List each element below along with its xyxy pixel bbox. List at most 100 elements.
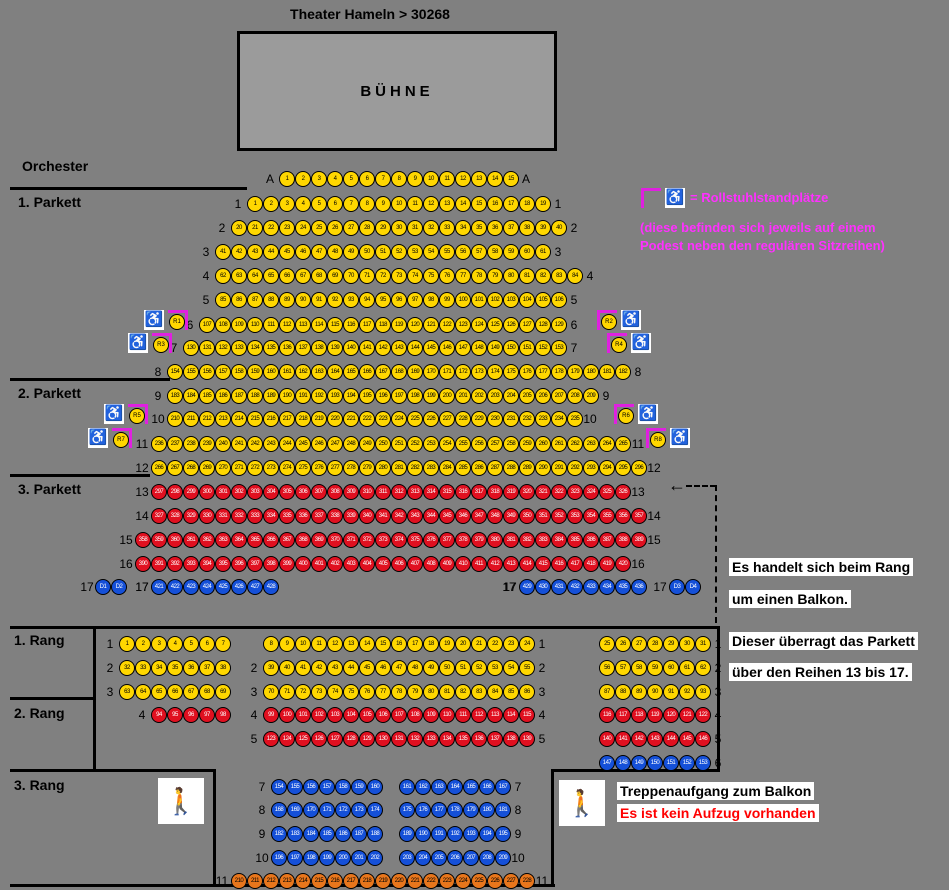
- seat[interactable]: 243: [263, 436, 279, 452]
- seat[interactable]: 126: [503, 317, 519, 333]
- seat[interactable]: 40: [279, 660, 295, 676]
- wheelchair-seat[interactable]: R3: [153, 337, 169, 353]
- seat[interactable]: 269: [199, 460, 215, 476]
- seat[interactable]: 72: [375, 268, 391, 284]
- seat[interactable]: 347: [471, 508, 487, 524]
- seat[interactable]: 62: [695, 660, 711, 676]
- seat[interactable]: 28: [359, 220, 375, 236]
- seat[interactable]: 123: [263, 731, 279, 747]
- seat[interactable]: 351: [535, 508, 551, 524]
- seat[interactable]: 89: [631, 684, 647, 700]
- seat[interactable]: 31: [695, 636, 711, 652]
- seat[interactable]: 288: [503, 460, 519, 476]
- wheelchair-spot-R5[interactable]: R5: [128, 404, 148, 424]
- seat[interactable]: 250: [375, 436, 391, 452]
- seat[interactable]: 297: [151, 484, 167, 500]
- seat[interactable]: 108: [407, 707, 423, 723]
- seat[interactable]: 430: [535, 579, 551, 595]
- seat[interactable]: 363: [215, 532, 231, 548]
- seat[interactable]: 279: [359, 460, 375, 476]
- seat[interactable]: 121: [679, 707, 695, 723]
- seat[interactable]: 23: [279, 220, 295, 236]
- seat[interactable]: 3: [279, 196, 295, 212]
- seat[interactable]: 39: [263, 660, 279, 676]
- seat[interactable]: 213: [215, 411, 231, 427]
- wheelchair-spot-R1[interactable]: R1: [168, 310, 188, 330]
- seat[interactable]: 203: [399, 850, 415, 866]
- seat[interactable]: 364: [231, 532, 247, 548]
- seat[interactable]: 56: [455, 244, 471, 260]
- seat[interactable]: 222: [423, 873, 439, 889]
- seat[interactable]: 15: [503, 171, 519, 187]
- seat[interactable]: 270: [215, 460, 231, 476]
- seat[interactable]: 146: [695, 731, 711, 747]
- seat[interactable]: 44: [343, 660, 359, 676]
- seat[interactable]: 148: [615, 755, 631, 771]
- seat[interactable]: 77: [455, 268, 471, 284]
- seat[interactable]: 163: [431, 779, 447, 795]
- seat[interactable]: 41: [215, 244, 231, 260]
- seat[interactable]: 25: [311, 220, 327, 236]
- seat-D4[interactable]: D4: [685, 579, 701, 595]
- seat[interactable]: 58: [487, 244, 503, 260]
- seat[interactable]: 235: [567, 411, 583, 427]
- seat[interactable]: 172: [335, 802, 351, 818]
- seat[interactable]: 138: [311, 340, 327, 356]
- seat[interactable]: 22: [263, 220, 279, 236]
- seat[interactable]: 174: [487, 364, 503, 380]
- wheelchair-spot-R8[interactable]: R8: [646, 428, 666, 448]
- seat[interactable]: 9: [375, 196, 391, 212]
- seat[interactable]: 131: [391, 731, 407, 747]
- seat[interactable]: 179: [567, 364, 583, 380]
- seat[interactable]: 354: [583, 508, 599, 524]
- seat[interactable]: 29: [663, 636, 679, 652]
- seat[interactable]: 75: [423, 268, 439, 284]
- seat[interactable]: 343: [407, 508, 423, 524]
- seat[interactable]: 203: [487, 388, 503, 404]
- seat[interactable]: 50: [359, 244, 375, 260]
- seat[interactable]: 411: [471, 556, 487, 572]
- seat[interactable]: 115: [327, 317, 343, 333]
- seat[interactable]: 136: [279, 340, 295, 356]
- seat[interactable]: 429: [519, 579, 535, 595]
- seat[interactable]: 162: [415, 779, 431, 795]
- seat[interactable]: 19: [535, 196, 551, 212]
- seat[interactable]: 217: [343, 873, 359, 889]
- seat[interactable]: 333: [247, 508, 263, 524]
- seat[interactable]: 182: [271, 826, 287, 842]
- seat[interactable]: 94: [151, 707, 167, 723]
- seat[interactable]: 245: [295, 436, 311, 452]
- seat[interactable]: 184: [183, 388, 199, 404]
- seat[interactable]: 118: [631, 707, 647, 723]
- seat[interactable]: 282: [407, 460, 423, 476]
- seat[interactable]: 26: [615, 636, 631, 652]
- seat[interactable]: 357: [631, 508, 647, 524]
- seat[interactable]: 208: [479, 850, 495, 866]
- seat[interactable]: 197: [287, 850, 303, 866]
- seat[interactable]: 100: [455, 292, 471, 308]
- seat[interactable]: 64: [135, 684, 151, 700]
- seat[interactable]: 1: [119, 636, 135, 652]
- seat[interactable]: 413: [503, 556, 519, 572]
- seat[interactable]: 361: [183, 532, 199, 548]
- seat[interactable]: 49: [343, 244, 359, 260]
- seat[interactable]: 14: [455, 196, 471, 212]
- seat[interactable]: 182: [615, 364, 631, 380]
- seat[interactable]: 418: [583, 556, 599, 572]
- seat[interactable]: 277: [327, 460, 343, 476]
- seat[interactable]: 199: [319, 850, 335, 866]
- seat[interactable]: 128: [535, 317, 551, 333]
- seat[interactable]: 206: [535, 388, 551, 404]
- seat[interactable]: 304: [263, 484, 279, 500]
- seat[interactable]: 103: [503, 292, 519, 308]
- seat[interactable]: 8: [391, 171, 407, 187]
- seat[interactable]: 236: [151, 436, 167, 452]
- seat[interactable]: 109: [423, 707, 439, 723]
- seat[interactable]: 302: [231, 484, 247, 500]
- seat[interactable]: 275: [295, 460, 311, 476]
- seat[interactable]: 303: [247, 484, 263, 500]
- seat[interactable]: 183: [287, 826, 303, 842]
- seat[interactable]: 75: [343, 684, 359, 700]
- seat[interactable]: 12: [327, 636, 343, 652]
- seat[interactable]: 383: [535, 532, 551, 548]
